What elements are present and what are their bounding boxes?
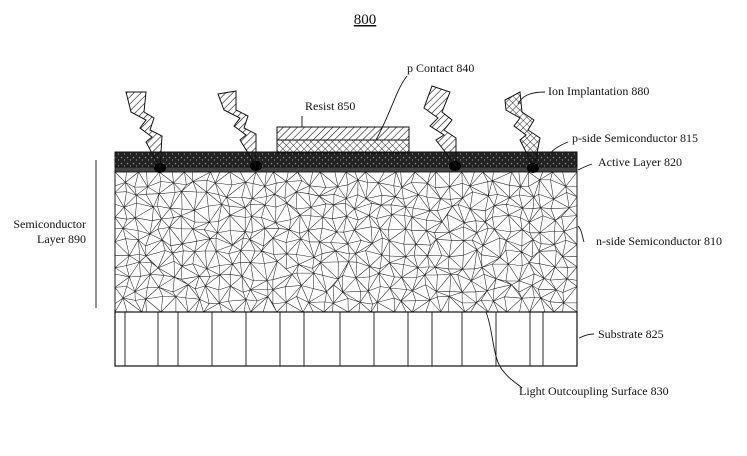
semiconductor-layer-label-line1: Semiconductor — [13, 217, 86, 231]
active-layer-label: Active Layer 820 — [598, 155, 682, 169]
figure-number: 800 — [354, 12, 377, 28]
n-side-label: n-side Semiconductor 810 — [596, 234, 722, 248]
resist-label: Resist 850 — [305, 99, 355, 113]
p-contact — [277, 140, 409, 153]
substrate-label: Substrate 825 — [598, 327, 664, 341]
semiconductor-layer-label-line2: Layer 890 — [37, 232, 86, 246]
ion-implantation-label: Ion Implantation 880 — [548, 84, 649, 98]
light-outcoupling-label: Light Outcoupling Surface 830 — [519, 384, 669, 398]
substrate — [115, 312, 577, 366]
p-contact-label: p Contact 840 — [407, 61, 474, 75]
resist — [277, 127, 409, 140]
p-side-semiconductor-layer — [115, 152, 577, 167]
p-side-label: p-side Semiconductor 815 — [572, 131, 698, 145]
